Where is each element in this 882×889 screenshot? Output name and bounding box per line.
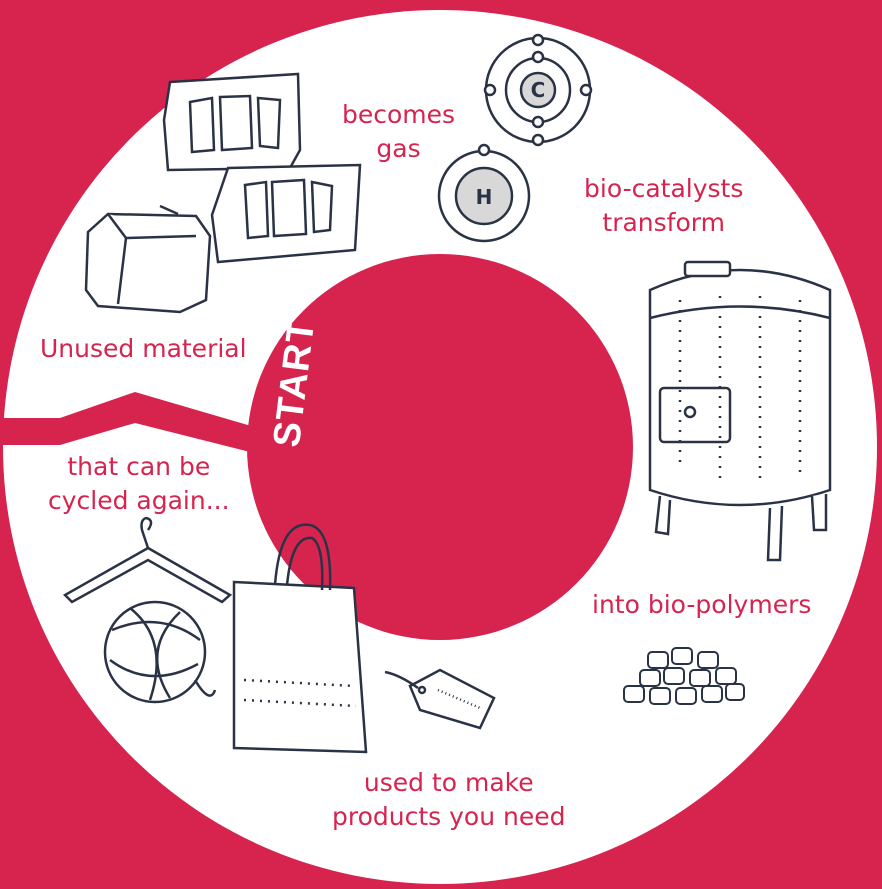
step-line: cycled again... (48, 486, 230, 515)
step-line: Unused material (40, 334, 247, 363)
fermentation-tank-icon (648, 260, 832, 562)
hydrogen-symbol: H (476, 185, 493, 209)
atom-icon (483, 33, 593, 147)
step-line: transform (602, 208, 725, 237)
step-line: gas (376, 134, 421, 163)
step-line: used to make (363, 768, 534, 797)
step-label-bio-polymers: into bio-polymers (592, 588, 811, 622)
carbon-symbol: C (531, 78, 546, 102)
start-divider (0, 392, 262, 455)
step-label-becomes-gas: becomes gas (342, 98, 455, 166)
step-label-unused-material: Unused material (40, 332, 247, 366)
step-label-products: used to make products you need (332, 766, 565, 834)
step-line: into bio-polymers (592, 590, 812, 619)
center-hole (247, 254, 633, 640)
yarn-ball-icon (103, 600, 217, 704)
step-line: bio-catalysts (584, 174, 744, 203)
step-line: that can be (67, 452, 211, 481)
hanger-icon (62, 516, 233, 604)
step-line: becomes (342, 100, 456, 129)
step-label-cycled-again: that can be cycled again... (48, 450, 230, 518)
bale-icon (84, 204, 212, 314)
textile-offcuts-icon (162, 72, 362, 264)
shopping-bag-icon (232, 523, 368, 754)
polymer-pellets-icon (623, 647, 745, 705)
step-label-bio-catalysts: bio-catalysts transform (584, 172, 743, 240)
atom-icon (437, 143, 531, 243)
price-tag-icon (384, 668, 496, 730)
step-line: products you need (332, 802, 566, 831)
